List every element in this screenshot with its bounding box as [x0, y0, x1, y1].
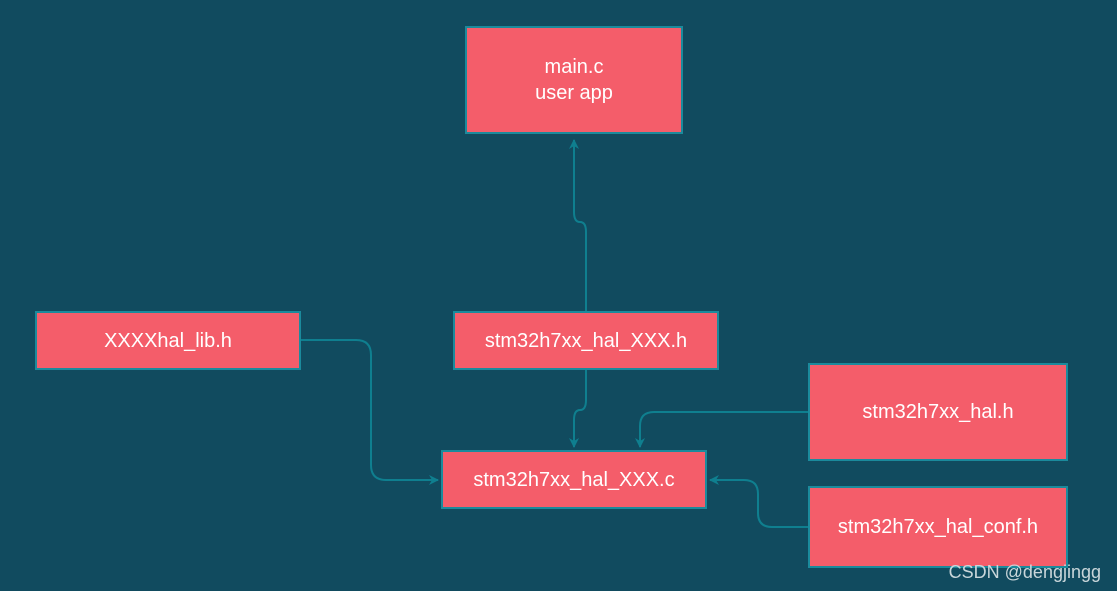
edge-conf-h-to-xxx-c: [709, 475, 808, 528]
edge-hal-h-to-xxx-c: [635, 411, 808, 448]
node-hal-xxx-c-label: stm32h7xx_hal_XXX.c: [473, 468, 675, 491]
node-xxxxhal-lib-h-label: XXXXhal_lib.h: [104, 329, 232, 352]
edge-xxx-h-to-xxx-c: [569, 370, 587, 448]
node-hal-conf-h: stm32h7xx_hal_conf.h: [808, 486, 1068, 568]
node-hal-h-label: stm32h7xx_hal.h: [862, 401, 1014, 423]
edge-lib-to-xxx-c: [301, 339, 439, 485]
node-main-c: main.c user app: [465, 26, 683, 134]
node-main-c-line1: main.c: [544, 56, 604, 78]
node-xxxxhal-lib-h: XXXXhal_lib.h: [35, 311, 301, 370]
node-hal-xxx-h: stm32h7xx_hal_XXX.h: [453, 311, 719, 370]
edge-xxx-h-to-main: [569, 139, 587, 311]
node-hal-conf-h-label: stm32h7xx_hal_conf.h: [837, 516, 1039, 538]
node-hal-xxx-c: stm32h7xx_hal_XXX.c: [441, 450, 707, 509]
watermark: CSDN @dengjingg: [948, 562, 1101, 582]
node-hal-h: stm32h7xx_hal.h: [808, 363, 1068, 461]
node-main-c-line2: user app: [535, 82, 613, 104]
node-hal-xxx-h-label: stm32h7xx_hal_XXX.h: [484, 329, 688, 352]
